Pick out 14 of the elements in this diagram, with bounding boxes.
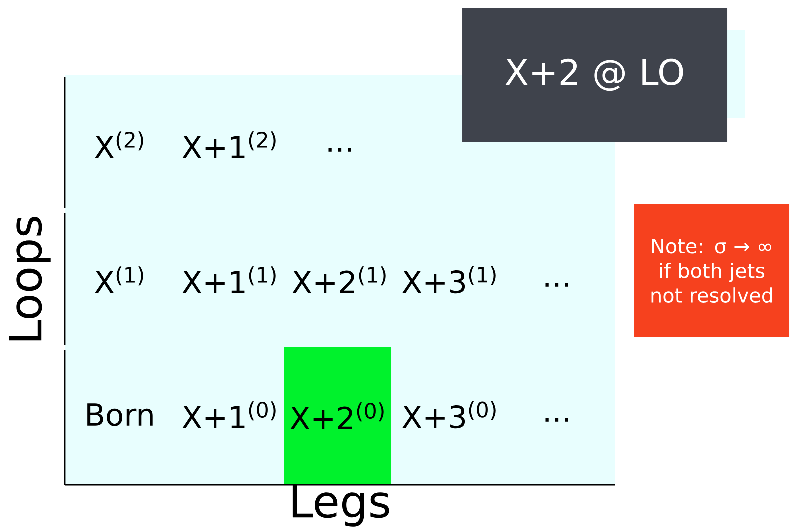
cell-text: X+1$^{(2)}$: [182, 132, 276, 158]
cell-text: X+1$^{(1)}$: [182, 266, 276, 294]
cell-text: X$^{(2)}$: [95, 132, 144, 158]
cell-text: Born: [88, 404, 153, 426]
ellipsis: ...: [328, 148, 352, 152]
axis-label: Loops: [9, 217, 51, 341]
cell-text: X+3$^{(1)}$: [402, 266, 496, 294]
highlighted-cell: X+2$^{(0)}$: [284, 348, 392, 484]
ellipsis: ...: [546, 418, 568, 422]
ellipsis: ...: [546, 283, 568, 287]
note-box: Note: σ → ∞ if both jets not resolved: [634, 204, 790, 338]
cell-text: X+2$^{(1)}$: [292, 266, 386, 294]
cell-text: X$^{(1)}$: [95, 266, 144, 294]
title-box: X+2 @ LO: [462, 8, 728, 142]
